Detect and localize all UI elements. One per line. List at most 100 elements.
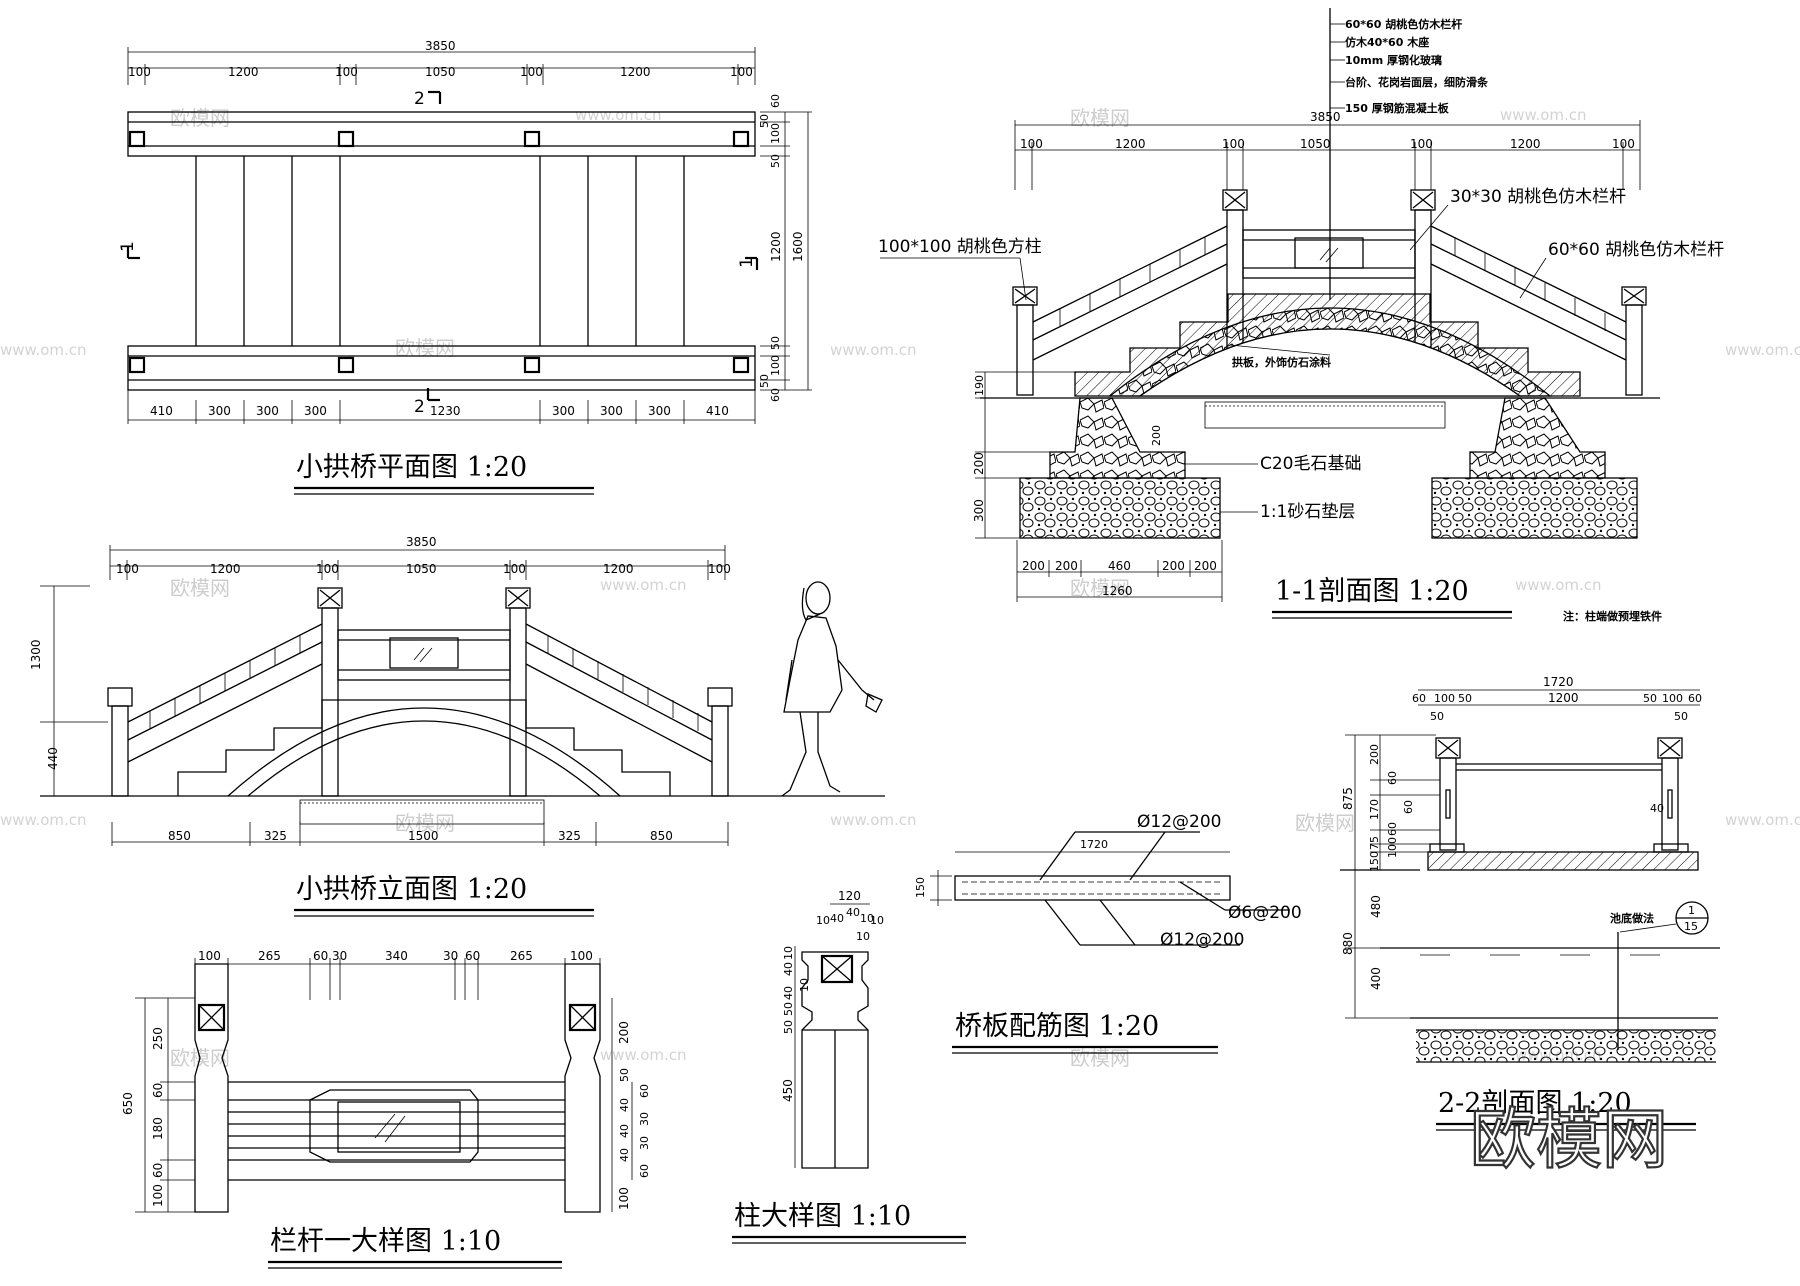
svg-text:C20毛石基础: C20毛石基础 [1260,454,1362,474]
svg-text:100: 100 [198,949,221,963]
svg-text:200: 200 [1150,425,1163,446]
plan-dim: 1200 [228,65,259,79]
watermark-url: www.om.cn [1500,106,1587,124]
svg-text:60: 60 [1386,822,1399,836]
watermark-url: www.om.cn [600,576,687,594]
svg-text:100: 100 [570,949,593,963]
post-title: 柱大样图 1:10 [734,1201,911,1232]
elevation-view: 3850 100 1200 100 1050 100 1200 100 [29,535,885,846]
svg-text:15: 15 [1684,920,1698,933]
svg-text:200: 200 [972,452,986,475]
svg-text:30: 30 [638,1112,651,1126]
svg-text:1200: 1200 [1510,137,1541,151]
plan-view: 3850 100 1200 100 1050 100 1200 100 2 [118,39,812,424]
plan-dim: 100 [335,65,358,79]
watermark-url: www.om.cn [575,106,662,124]
svg-text:150 厚钢筋混凝土板: 150 厚钢筋混凝土板 [1345,101,1450,115]
svg-text:325: 325 [264,829,287,843]
svg-text:265: 265 [510,949,533,963]
watermark-url: www.om.cn [600,1046,687,1064]
plan-bottom-dim: 300 [304,404,327,418]
svg-text:1050: 1050 [406,562,437,576]
svg-text:2: 2 [414,397,425,417]
watermark-url: www.om.cn [1515,576,1602,594]
svg-text:100: 100 [1222,137,1245,151]
svg-text:170: 170 [1368,799,1381,820]
post-detail: 120 10 40 40 10 10 10 10 40 10 40 50 50 … [781,889,884,1169]
elevation-total-dim: 3850 [406,535,437,549]
svg-text:100: 100 [769,123,782,144]
svg-text:50: 50 [769,154,782,168]
plan-bottom-dim: 300 [256,404,279,418]
svg-text:100: 100 [1020,137,1043,151]
svg-text:100: 100 [1434,692,1455,705]
section-2-2: 1720 60 100 50 1200 50 100 60 50 50 [1340,675,1720,1063]
svg-text:1200: 1200 [769,231,783,262]
svg-text:100: 100 [151,1184,165,1207]
svg-text:40: 40 [618,1098,631,1112]
svg-text:50: 50 [1458,692,1472,705]
svg-text:池底做法: 池底做法 [1610,911,1654,925]
svg-text:100: 100 [1612,137,1635,151]
svg-text:1300: 1300 [29,639,43,670]
svg-text:60: 60 [465,949,480,963]
watermark: 欧模网 [1070,576,1130,600]
watermark: 欧模网 [1070,106,1130,130]
svg-text:450: 450 [781,1079,795,1102]
watermark-url: www.om.cn [1725,341,1800,359]
svg-text:50: 50 [782,1002,795,1016]
svg-text:1200: 1200 [1115,137,1146,151]
svg-text:265: 265 [258,949,281,963]
watermark-url: www.om.cn [830,811,917,829]
svg-text:100: 100 [503,562,526,576]
svg-text:50: 50 [1430,710,1444,723]
svg-text:100: 100 [316,562,339,576]
svg-text:1: 1 [737,257,757,268]
svg-text:200: 200 [1022,559,1045,573]
svg-text:875: 875 [1341,787,1355,810]
section-marker-1-left: 1 [118,241,140,260]
svg-text:60*60 胡桃色仿木栏杆: 60*60 胡桃色仿木栏杆 [1548,240,1724,260]
svg-text:880: 880 [1341,932,1355,955]
rebar-detail: 1720 150 Ø12@200 Ø6@200 Ø12@200 [914,812,1302,950]
svg-text:440: 440 [46,747,60,770]
brand-watermark: 欧模网 [1470,1101,1668,1178]
svg-text:40: 40 [1650,802,1664,815]
svg-text:75: 75 [1368,836,1381,850]
svg-text:100: 100 [769,355,782,376]
svg-text:100: 100 [617,1187,631,1210]
svg-text:1:1砂石垫层: 1:1砂石垫层 [1260,502,1355,522]
svg-text:30: 30 [332,949,347,963]
plan-dim: 100 [730,65,753,79]
plan-total-dim: 3850 [425,39,456,53]
plan-dim: 1050 [425,65,456,79]
svg-text:200: 200 [1162,559,1185,573]
svg-text:Ø6@200: Ø6@200 [1228,903,1302,923]
svg-text:100: 100 [708,562,731,576]
svg-text:1: 1 [1688,904,1695,917]
svg-text:50: 50 [769,336,782,350]
svg-text:200: 200 [1194,559,1217,573]
svg-text:3850: 3850 [1310,110,1341,124]
svg-text:340: 340 [385,949,408,963]
svg-text:60: 60 [1386,771,1399,785]
svg-text:850: 850 [650,829,673,843]
svg-text:460: 460 [1108,559,1131,573]
svg-text:60: 60 [151,1163,165,1178]
plan-title: 小拱桥平面图 1:20 [296,452,527,483]
rebar-title: 桥板配筋图 1:20 [955,1011,1159,1042]
section-marker-2-top: 2 [414,89,442,109]
svg-text:60*60 胡桃色仿木栏杆: 60*60 胡桃色仿木栏杆 [1345,17,1462,31]
svg-text:100*100 胡桃色方柱: 100*100 胡桃色方柱 [878,237,1042,257]
svg-text:100: 100 [116,562,139,576]
svg-text:10: 10 [860,912,874,925]
svg-text:1200: 1200 [603,562,634,576]
svg-text:100: 100 [1662,692,1683,705]
svg-text:10: 10 [782,946,795,960]
svg-text:200: 200 [1055,559,1078,573]
watermark-url: www.om.cn [0,341,87,359]
svg-text:仿木40*60 木座: 仿木40*60 木座 [1345,35,1429,49]
svg-text:250: 250 [151,1027,165,1050]
plan-dim: 1200 [620,65,651,79]
